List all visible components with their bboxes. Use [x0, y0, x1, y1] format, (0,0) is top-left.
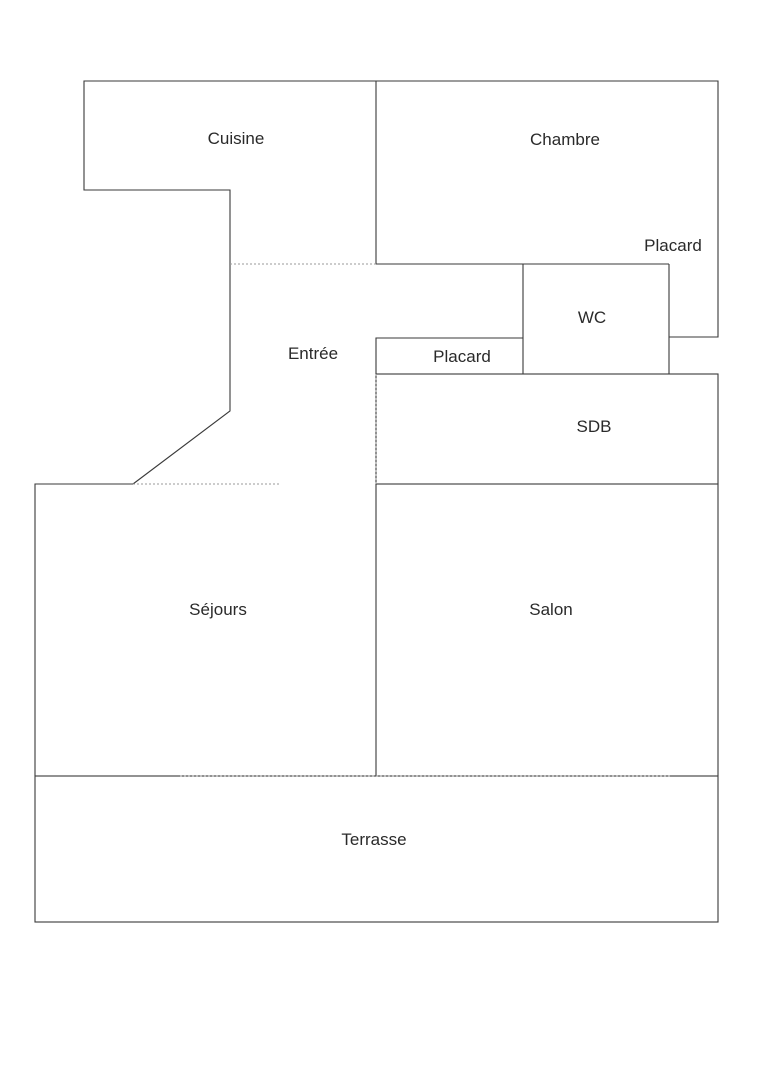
- label-terrasse: Terrasse: [341, 830, 406, 849]
- label-placard-chambre: Placard: [644, 236, 702, 255]
- label-placard-entree: Placard: [433, 347, 491, 366]
- label-cuisine: Cuisine: [208, 129, 265, 148]
- walls: [34, 80, 719, 923]
- wall-placard-entree: [375, 337, 523, 374]
- wall-entree-left: [132, 264, 231, 485]
- wall-cuisine: [83, 80, 376, 264]
- label-sdb: SDB: [577, 417, 612, 436]
- wall-chambre: [376, 80, 719, 338]
- wall-terrasse: [34, 775, 719, 923]
- label-wc: WC: [578, 308, 606, 327]
- wall-sejours: [34, 483, 133, 776]
- label-entree: Entrée: [288, 344, 338, 363]
- wall-sdb: [375, 373, 719, 485]
- label-chambre: Chambre: [530, 130, 600, 149]
- openings: [133, 263, 670, 777]
- room-labels: Cuisine Chambre Placard WC Entrée Placar…: [189, 129, 702, 849]
- label-sejours: Séjours: [189, 600, 247, 619]
- label-salon: Salon: [529, 600, 572, 619]
- wall-salon: [376, 483, 719, 776]
